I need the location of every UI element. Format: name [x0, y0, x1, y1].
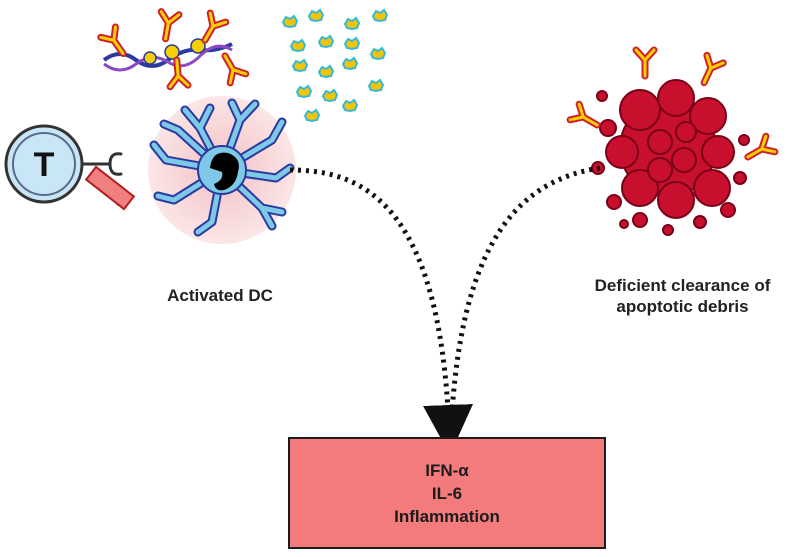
nucleosome-cluster — [282, 9, 388, 122]
dna-immune-complex — [101, 12, 246, 87]
debris-label-line2: apoptotic debris — [616, 297, 749, 316]
t-cell-receptor-handle — [84, 165, 136, 211]
t-cell: T — [4, 124, 136, 211]
t-cell-receptor — [80, 152, 123, 176]
result-line-il6: IL-6 — [431, 483, 463, 503]
arrow-dc-to-result — [289, 167, 473, 455]
debris-label-line1: Deficient clearance of — [594, 276, 771, 295]
activated-dc — [148, 96, 296, 244]
apoptotic-debris — [570, 50, 775, 236]
result-line-ifn: IFN-α — [425, 460, 469, 480]
result-box: IFN-α IL-6 Inflammation — [288, 437, 606, 549]
dc-nucleus — [210, 152, 239, 191]
t-cell-label: T — [34, 146, 55, 184]
result-line-inflammation: Inflammation — [394, 506, 500, 526]
dc-label: Activated DC — [167, 286, 273, 305]
debris-label: Deficient clearance of apoptotic debris — [565, 275, 800, 317]
